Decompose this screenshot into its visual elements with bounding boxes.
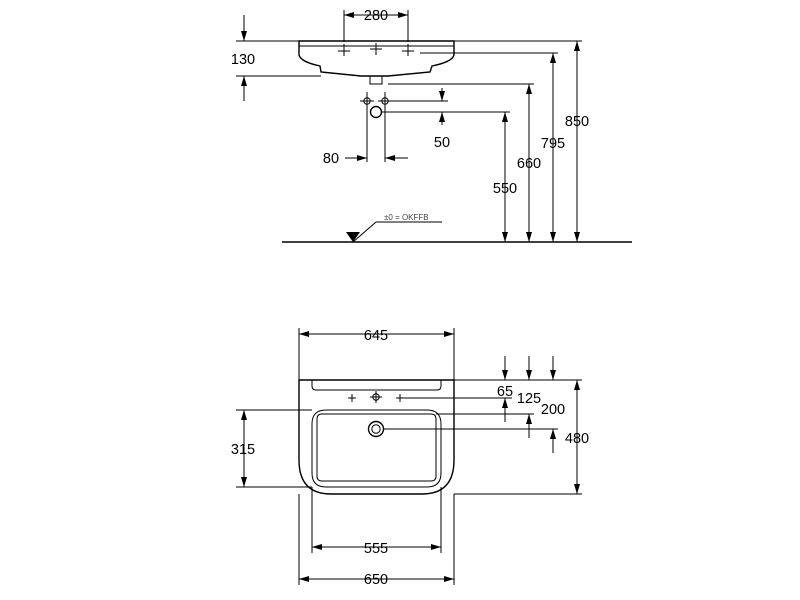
dim-rim-height: 850 (565, 114, 589, 130)
dim-tap-spacing: 280 (364, 8, 388, 24)
waste-outlet-circle (369, 105, 383, 119)
outlet-spigot (369, 75, 383, 85)
dim-hole-offset-3: 200 (541, 402, 565, 418)
dim-waste-height: 550 (493, 181, 517, 197)
dim-trap-spacing: 80 (323, 151, 339, 167)
dim-basin-height: 130 (231, 52, 255, 68)
dim-bowl-depth: 315 (231, 442, 255, 458)
dim-trap-offset: 50 (434, 135, 450, 151)
dim-depth-total: 480 (565, 431, 589, 447)
dim-hole-offset-1: 65 (497, 384, 513, 400)
tap-hole-marks (338, 43, 414, 56)
dim-outlet-height: 660 (517, 156, 541, 172)
drain-icon (367, 420, 385, 438)
plan-view: 645 65 125 200 480 315 555 (231, 328, 589, 588)
dim-outer-width-bottom: 650 (364, 572, 388, 588)
floor-level-marker (346, 232, 360, 242)
dim-hole-offset-2: 125 (517, 391, 541, 407)
side-view: 280 130 80 50 550 660 795 8 (231, 8, 632, 243)
floor-reference-label: ±0 = OKFFB (384, 213, 429, 222)
basin-side-profile (298, 40, 455, 77)
dim-outer-width-top: 645 (364, 328, 388, 344)
bowl-inner-edge (316, 413, 437, 482)
bowl-outer-edge (311, 409, 442, 488)
plan-tap-hole-marks (348, 391, 404, 403)
basin-plan-outline (298, 379, 455, 495)
dim-rim-underside-height: 795 (541, 136, 565, 152)
dim-bowl-width: 555 (364, 541, 388, 557)
